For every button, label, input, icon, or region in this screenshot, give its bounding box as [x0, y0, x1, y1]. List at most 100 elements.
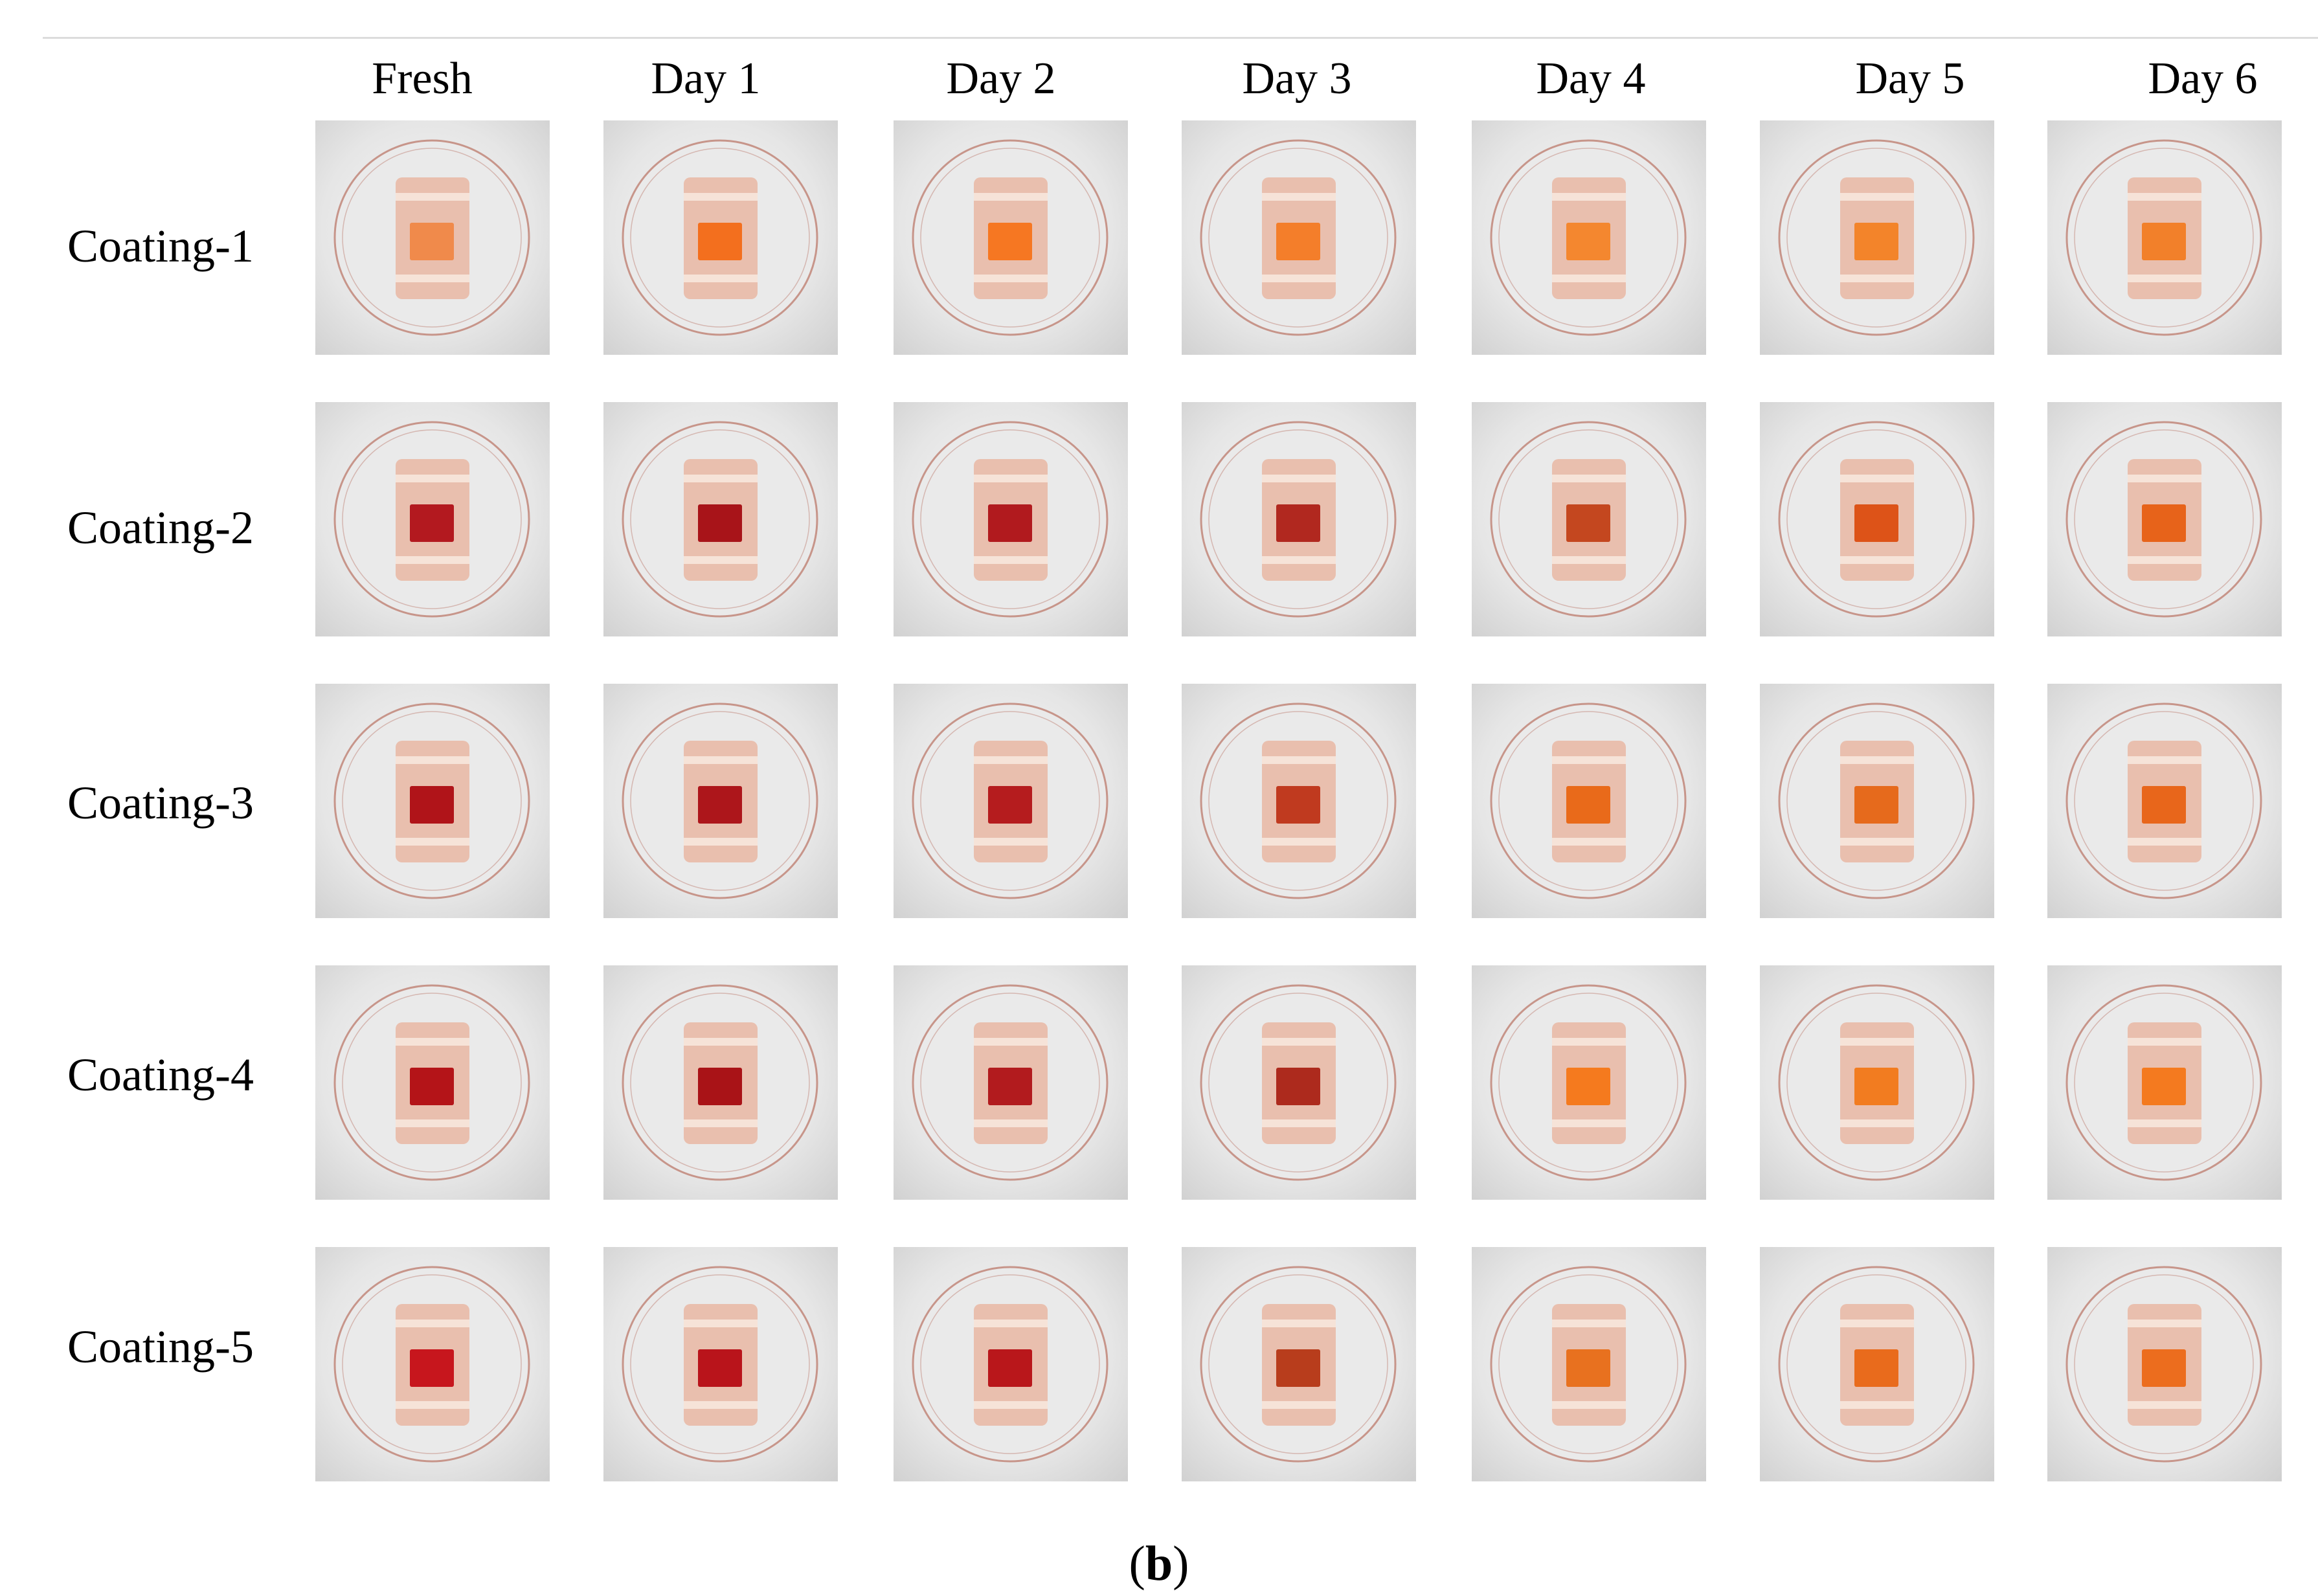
photo-coating-4-day-6	[2047, 965, 2282, 1200]
petri-dish-inner-rim	[2074, 711, 2254, 891]
meat-fat-layer	[2128, 1119, 2201, 1127]
colour-indicator-film	[410, 1068, 454, 1105]
photo-coating-5-day-2	[894, 1247, 1128, 1481]
column-header-day-4: Day 4	[1536, 54, 1646, 104]
petri-dish-inner-rim	[342, 1274, 522, 1454]
photo-coating-5-day-3	[1182, 1247, 1416, 1481]
column-header-day-1: Day 1	[651, 54, 761, 104]
colour-indicator-film	[1276, 786, 1320, 824]
colour-indicator-film	[1566, 786, 1610, 824]
petri-dish-inner-rim	[1786, 993, 1966, 1173]
meat-fat-layer	[684, 1320, 758, 1327]
colour-indicator-film	[988, 786, 1032, 824]
photo-coating-2-day-1	[603, 402, 838, 636]
photo-coating-5-day-6	[2047, 1247, 2282, 1481]
row-label-coating-1: Coating-1	[67, 220, 254, 272]
photo-coating-4-fresh	[315, 965, 550, 1200]
meat-fat-layer	[974, 1119, 1048, 1127]
petri-dish-inner-rim	[1208, 711, 1388, 891]
meat-fat-layer	[2128, 1038, 2201, 1046]
petri-dish-inner-rim	[1208, 148, 1388, 328]
meat-fat-layer	[396, 1119, 469, 1127]
petri-dish-inner-rim	[2074, 429, 2254, 609]
meat-fat-layer	[396, 1320, 469, 1327]
photo-coating-3-day-2	[894, 684, 1128, 918]
colour-indicator-film	[698, 223, 742, 260]
meat-fat-layer	[1262, 1401, 1336, 1409]
column-header-day-2: Day 2	[946, 54, 1056, 104]
colour-indicator-film	[410, 223, 454, 260]
photo-coating-3-day-1	[603, 684, 838, 918]
photo-coating-2-day-2	[894, 402, 1128, 636]
meat-fat-layer	[684, 1038, 758, 1046]
meat-fat-layer	[1840, 1119, 1914, 1127]
figure-caption: (b)	[1129, 1536, 1189, 1591]
meat-fat-layer	[684, 756, 758, 764]
colour-indicator-film	[2142, 1068, 2186, 1105]
colour-indicator-film	[1854, 1349, 1898, 1387]
meat-fat-layer	[1262, 756, 1336, 764]
petri-dish-inner-rim	[1208, 429, 1388, 609]
photo-coating-1-day-6	[2047, 120, 2282, 355]
photo-coating-2-day-6	[2047, 402, 2282, 636]
petri-dish-inner-rim	[630, 993, 810, 1173]
row-label-coating-5: Coating-5	[67, 1321, 254, 1373]
meat-fat-layer	[974, 1320, 1048, 1327]
meat-fat-layer	[396, 1401, 469, 1409]
colour-indicator-film	[410, 504, 454, 542]
photo-coating-1-day-1	[603, 120, 838, 355]
photo-coating-2-day-3	[1182, 402, 1416, 636]
colour-indicator-film	[988, 1068, 1032, 1105]
photo-coating-3-fresh	[315, 684, 550, 918]
photo-coating-4-day-2	[894, 965, 1128, 1200]
meat-fat-layer	[1552, 193, 1626, 201]
photo-coating-2-day-5	[1760, 402, 1994, 636]
meat-fat-layer	[1262, 1119, 1336, 1127]
row-label-coating-3: Coating-3	[67, 777, 254, 829]
photo-coating-4-day-4	[1472, 965, 1706, 1200]
meat-fat-layer	[1262, 275, 1336, 282]
colour-indicator-film	[698, 786, 742, 824]
meat-fat-layer	[684, 193, 758, 201]
meat-fat-layer	[974, 193, 1048, 201]
meat-fat-layer	[1552, 756, 1626, 764]
row-label-coating-2: Coating-2	[67, 502, 254, 554]
colour-indicator-film	[2142, 1349, 2186, 1387]
photo-coating-3-day-5	[1760, 684, 1994, 918]
meat-fat-layer	[684, 556, 758, 564]
meat-fat-layer	[1552, 556, 1626, 564]
meat-fat-layer	[1262, 1320, 1336, 1327]
column-header-day-3: Day 3	[1242, 54, 1352, 104]
petri-dish-inner-rim	[1786, 148, 1966, 328]
colour-indicator-film	[1566, 223, 1610, 260]
meat-fat-layer	[1552, 1038, 1626, 1046]
meat-fat-layer	[396, 275, 469, 282]
petri-dish-inner-rim	[1498, 429, 1678, 609]
meat-fat-layer	[1840, 556, 1914, 564]
petri-dish-inner-rim	[1208, 993, 1388, 1173]
colour-indicator-film	[1854, 504, 1898, 542]
petri-dish-inner-rim	[1498, 148, 1678, 328]
meat-fat-layer	[396, 556, 469, 564]
petri-dish-inner-rim	[342, 148, 522, 328]
petri-dish-inner-rim	[920, 711, 1100, 891]
meat-fat-layer	[974, 475, 1048, 482]
meat-fat-layer	[684, 275, 758, 282]
meat-fat-layer	[2128, 275, 2201, 282]
meat-fat-layer	[1262, 1038, 1336, 1046]
meat-fat-layer	[1840, 475, 1914, 482]
petri-dish-inner-rim	[1208, 1274, 1388, 1454]
colour-indicator-film	[2142, 786, 2186, 824]
colour-indicator-film	[1566, 504, 1610, 542]
meat-fat-layer	[396, 1038, 469, 1046]
petri-dish-inner-rim	[630, 1274, 810, 1454]
colour-indicator-film	[988, 223, 1032, 260]
meat-fat-layer	[1840, 193, 1914, 201]
meat-fat-layer	[974, 1038, 1048, 1046]
colour-indicator-film	[988, 1349, 1032, 1387]
photo-coating-3-day-4	[1472, 684, 1706, 918]
petri-dish-inner-rim	[2074, 993, 2254, 1173]
meat-fat-layer	[1552, 275, 1626, 282]
colour-indicator-film	[2142, 504, 2186, 542]
colour-indicator-film	[1854, 223, 1898, 260]
